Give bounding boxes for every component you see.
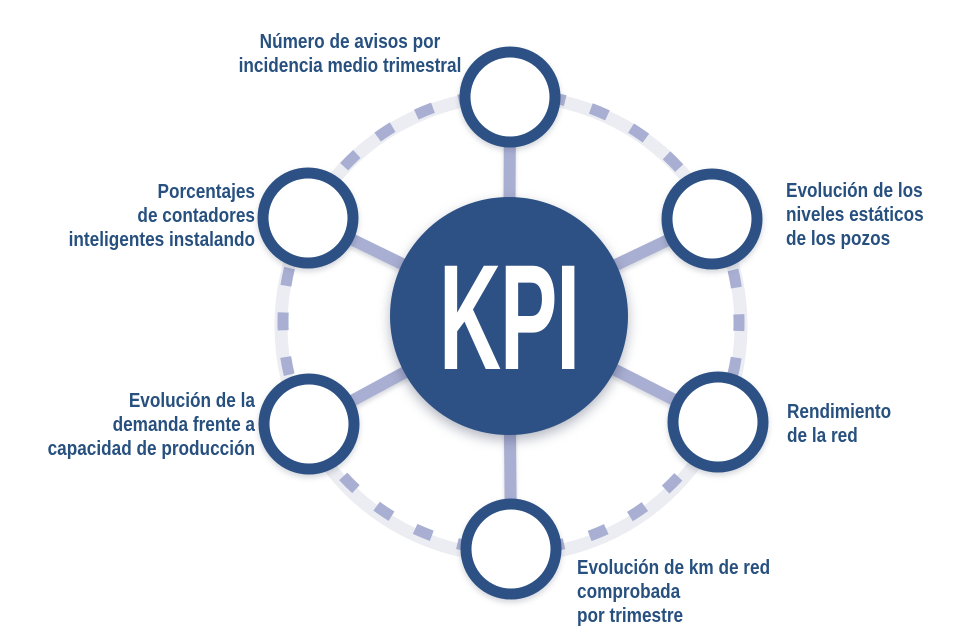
label-top-line-1: Número de avisos por [259, 31, 441, 53]
node-circle-upper-left [257, 167, 359, 269]
label-lower-right-line-2: de la red [787, 425, 858, 447]
label-top: Número de avisos por incidencia medio tr… [212, 30, 487, 78]
label-upper-left: Porcentajes de contadores inteligentes i… [49, 180, 255, 252]
label-top-line-2: incidencia medio trimestral [238, 55, 462, 77]
node-circle-lower-left [258, 373, 360, 475]
node-circle-upper-right [661, 168, 763, 270]
label-lower-left-line-2: demanda frente a [112, 414, 256, 436]
label-upper-right-line-1: Evolución de los [786, 180, 923, 202]
label-bottom-line-2: por trimestre [577, 605, 684, 627]
label-bottom-line-1: Evolución de km de red comprobada [577, 557, 771, 603]
label-lower-right-line-1: Rendimiento [787, 401, 892, 423]
center-hub-circle [390, 197, 628, 435]
label-lower-left-line-1: Evolución de la [128, 390, 255, 412]
label-upper-right: Evolución de los niveles estáticos de lo… [786, 179, 949, 251]
center-hub-label: KPI [439, 233, 579, 401]
label-lower-right: Rendimiento de la red [787, 400, 950, 448]
label-upper-left-line-1: Porcentajes [157, 181, 255, 203]
label-upper-right-line-2: niveles estáticos [786, 204, 924, 226]
label-upper-left-line-3: inteligentes instalando [68, 229, 255, 251]
label-lower-left-line-3: capacidad de producción [47, 438, 255, 460]
label-upper-left-line-2: de contadores [137, 205, 255, 227]
label-bottom: Evolución de km de red comprobada por tr… [577, 556, 869, 628]
label-upper-right-line-3: de los pozos [786, 228, 891, 250]
label-lower-left: Evolución de la demanda frente a capacid… [40, 389, 255, 461]
node-circle-lower-right [667, 371, 769, 473]
node-circle-top [459, 46, 561, 148]
node-circle-bottom [460, 498, 562, 600]
